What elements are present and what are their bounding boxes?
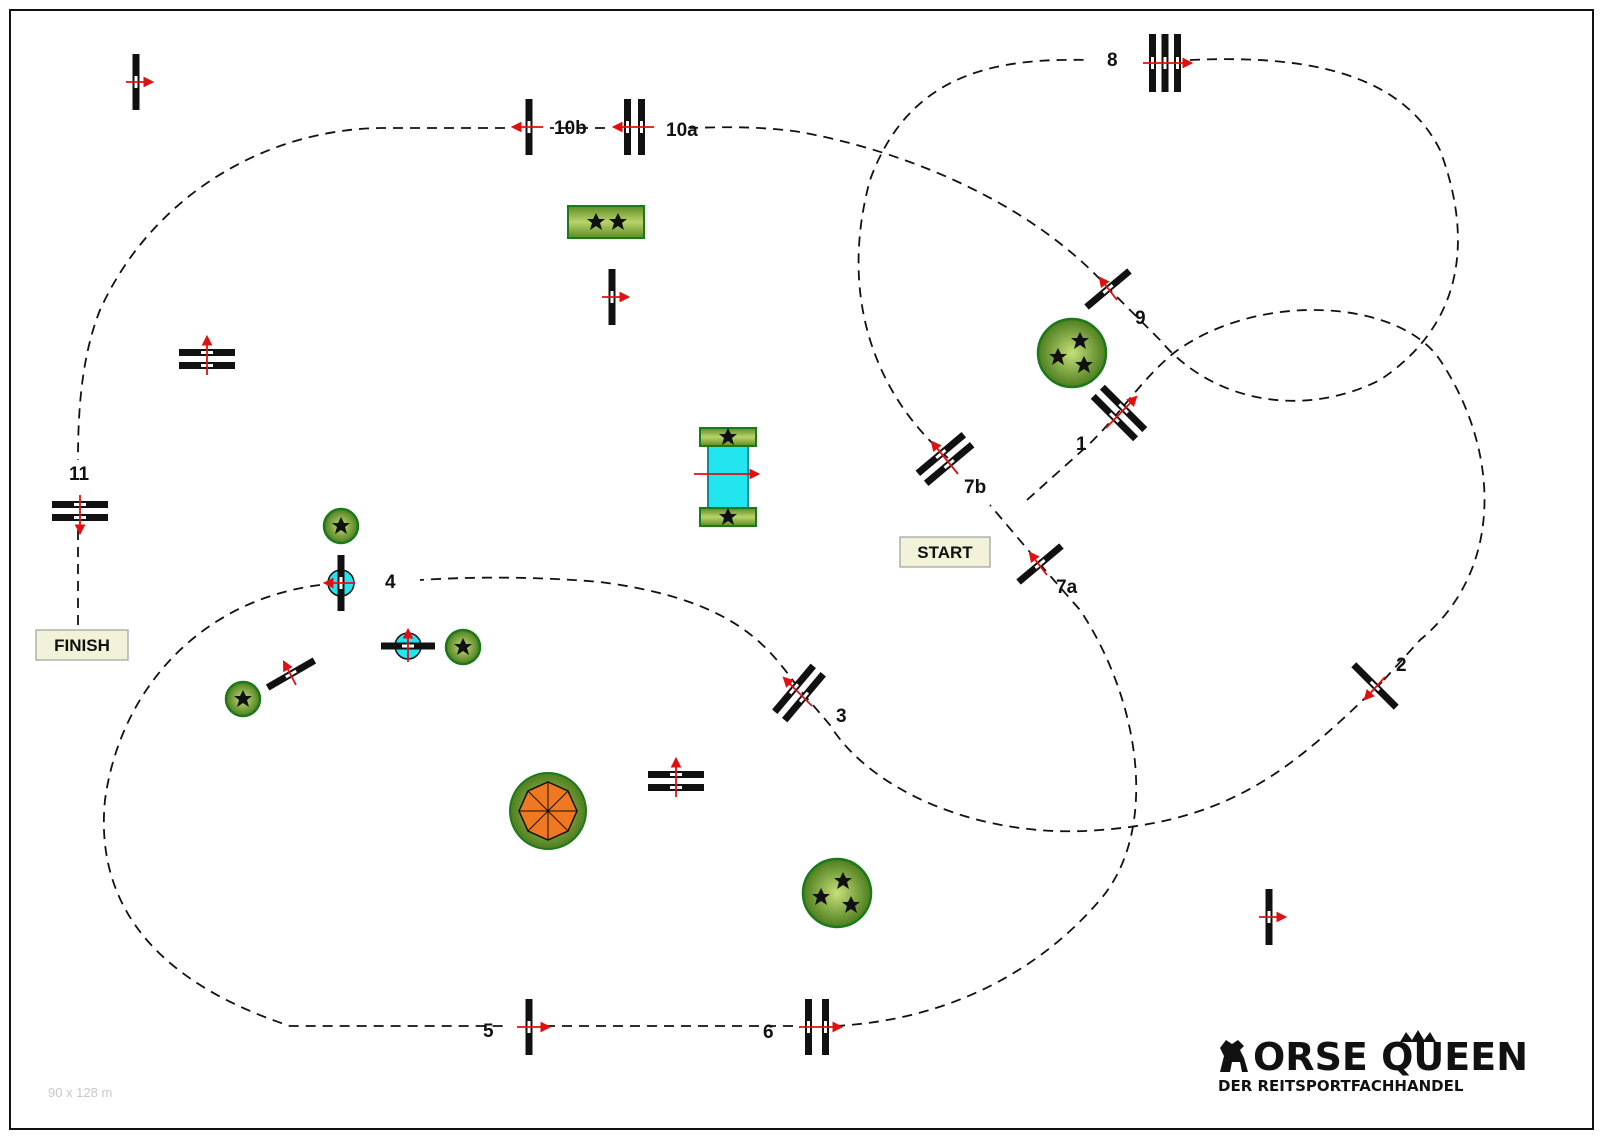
tree-small-1 xyxy=(322,507,360,545)
tree-large-right xyxy=(1036,317,1108,389)
spare-vertical-top-left xyxy=(126,54,155,110)
spare-vertical-diag-left-direction-icon xyxy=(283,660,297,686)
jump-label-10a: 10a xyxy=(666,120,698,141)
jump-3-direction-icon xyxy=(782,676,813,707)
start-label: START xyxy=(917,543,973,562)
start-marker: START xyxy=(899,536,991,568)
spare-oxer-left xyxy=(179,334,235,375)
jump-9-direction-icon xyxy=(1098,276,1118,301)
jump-2 xyxy=(1351,662,1399,710)
crown-icon xyxy=(1400,1030,1436,1042)
arena-dimensions: 90 x 128 m xyxy=(48,1085,112,1100)
jump-label-10b: 10b xyxy=(554,118,587,139)
jump-label-4: 4 xyxy=(385,572,396,593)
water-jump xyxy=(694,427,761,527)
jump-7b-direction-icon xyxy=(930,440,959,475)
tree-large-bottom xyxy=(801,857,873,929)
tree-small-3 xyxy=(224,680,262,718)
jump-label-7a: 7a xyxy=(1056,577,1078,598)
brand-name: ORSE QUEEN xyxy=(1253,1035,1528,1079)
spare-vertical-bottom-right xyxy=(1259,889,1288,945)
finish-marker: FINISH xyxy=(35,629,129,661)
jump-10a xyxy=(611,99,654,155)
jump-11 xyxy=(52,495,108,536)
tree-small-2 xyxy=(444,628,482,666)
spare-water-jump xyxy=(381,627,435,662)
jump-label-1: 1 xyxy=(1076,434,1087,455)
jump-8 xyxy=(1143,34,1194,92)
jump-label-8: 8 xyxy=(1107,50,1118,71)
horse-icon xyxy=(1220,1040,1248,1072)
finish-label: FINISH xyxy=(54,636,110,655)
arena-border xyxy=(9,9,1594,1130)
brand-logo: ORSE QUEEN DER REITSPORTFACHHANDEL xyxy=(1218,1030,1528,1095)
jump-5 xyxy=(517,999,552,1055)
jump-label-9: 9 xyxy=(1135,308,1146,329)
brand-tagline: DER REITSPORTFACHHANDEL xyxy=(1218,1077,1464,1095)
umbrella-decoration xyxy=(509,772,587,850)
jump-2-direction-icon xyxy=(1363,676,1386,701)
jump-7a xyxy=(1016,543,1064,585)
jump-1 xyxy=(1090,384,1148,442)
jump-label-2: 2 xyxy=(1396,655,1407,676)
jump-label-6: 6 xyxy=(763,1022,774,1043)
jump-label-3: 3 xyxy=(836,706,847,727)
jump-4 xyxy=(322,555,355,611)
jump-label-7b: 7b xyxy=(964,477,986,498)
jump-label-5: 5 xyxy=(483,1021,494,1042)
spare-vertical-center-top xyxy=(602,269,631,325)
jump-7a-direction-icon xyxy=(1028,551,1048,576)
hedge-box xyxy=(567,205,645,239)
course-route xyxy=(77,58,1486,1027)
spare-oxer-center xyxy=(648,756,704,797)
jump-10b xyxy=(510,99,543,155)
jump-1-direction-icon xyxy=(1105,395,1138,429)
jump-6 xyxy=(799,999,844,1055)
jump-label-11: 11 xyxy=(69,464,90,485)
